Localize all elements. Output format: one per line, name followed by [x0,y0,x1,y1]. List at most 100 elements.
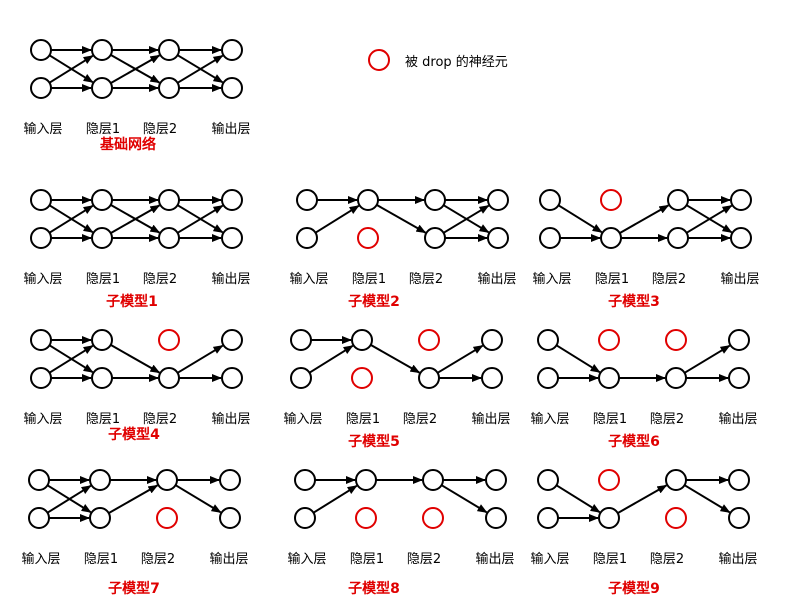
neuron-output-1 [221,77,243,99]
dropped-neuron-h1-1 [355,507,377,529]
legend-text: 被 drop 的神经元 [405,54,508,70]
neuron-h2-1 [158,227,180,249]
network-title: 子模型1 [106,293,158,310]
connection-h2-0-to-output-1 [441,484,488,514]
layer-label-input: 输入层 [530,551,569,567]
neuron-input-1 [539,227,561,249]
layer-label-input: 输入层 [23,271,62,287]
network-title: 子模型4 [108,426,160,443]
layer-label-output: 输出层 [209,551,248,567]
neuron-input-1 [28,507,50,529]
layer-label-h1: 隐层1 [593,552,627,567]
neuron-h2-0 [422,469,444,491]
neuron-input-1 [296,227,318,249]
neuron-h2-0 [667,189,689,211]
neuron-input-0 [290,329,312,351]
layer-label-h2: 隐层2 [650,552,684,567]
connection-h1-0-to-h2-1 [110,344,161,374]
neuron-h1-1 [600,227,622,249]
neuron-output-0 [728,469,750,491]
neuron-input-1 [30,77,52,99]
neuron-h2-0 [156,469,178,491]
neuron-input-1 [537,367,559,389]
connection-h2-1-to-output-0 [684,344,731,374]
neuron-h1-1 [91,367,113,389]
connection-input-1-to-h1-0 [48,204,94,234]
layer-label-h1: 隐层1 [86,122,120,137]
neuron-input-1 [537,507,559,529]
dropped-neuron-h1-1 [351,367,373,389]
layer-label-input: 输入层 [287,551,326,567]
neuron-h2-1 [424,227,446,249]
neuron-output-0 [221,189,243,211]
network-title: 子模型3 [608,293,660,310]
legend-dropped-neuron-icon [368,49,390,71]
connection-h1-1-to-h2-0 [110,204,161,234]
connection-h2-1-to-output-0 [437,344,484,374]
neuron-output-0 [730,189,752,211]
connection-h2-1-to-output-0 [177,344,224,374]
connection-h1-1-to-h2-0 [617,484,668,514]
dropped-neuron-h2-0 [665,329,687,351]
network-title: 子模型6 [608,433,660,450]
connection-input-1-to-h1-0 [48,54,94,84]
network-title: 子模型8 [348,580,400,597]
connection-input-0-to-h1-1 [555,484,601,514]
layer-label-h2: 隐层2 [143,272,177,287]
layer-label-h2: 隐层2 [143,122,177,137]
connection-h2-0-to-output-1 [684,484,731,514]
dropped-neuron-h1-1 [357,227,379,249]
layer-label-h1: 隐层1 [352,272,386,287]
connection-h2-1-to-output-0 [686,204,733,234]
dropped-neuron-h2-1 [422,507,444,529]
layer-label-h1: 隐层1 [593,412,627,427]
connection-input-0-to-h1-1 [557,204,603,234]
neuron-h2-1 [667,227,689,249]
layer-label-input: 输入层 [21,551,60,567]
neuron-h1-0 [91,329,113,351]
neuron-h1-0 [357,189,379,211]
neuron-h1-1 [91,227,113,249]
neuron-input-0 [28,469,50,491]
layer-label-output: 输出层 [477,271,516,287]
neuron-input-0 [30,39,52,61]
network-title: 子模型2 [348,293,400,310]
neuron-input-1 [290,367,312,389]
connection-h2-1-to-output-0 [177,54,224,84]
neuron-h1-1 [598,507,620,529]
legend: 被 drop 的神经元 [368,49,508,71]
connection-h1-0-to-h2-1 [376,204,427,234]
neuron-h2-1 [418,367,440,389]
neuron-input-0 [30,189,52,211]
connection-input-0-to-h1-1 [555,344,601,374]
layer-label-h2: 隐层2 [409,272,443,287]
neuron-output-0 [221,329,243,351]
dropped-neuron-h1-0 [598,329,620,351]
connection-h1-1-to-h2-0 [110,54,161,84]
dropped-neuron-h2-0 [418,329,440,351]
neuron-h2-0 [158,39,180,61]
dropped-neuron-h1-0 [600,189,622,211]
connection-input-1-to-h1-0 [314,204,360,234]
layer-label-h2: 隐层2 [403,412,437,427]
connection-h2-1-to-output-0 [177,204,224,234]
neuron-output-1 [485,507,507,529]
layer-label-output: 输出层 [720,271,759,287]
neuron-output-0 [487,189,509,211]
neuron-output-0 [219,469,241,491]
layer-label-input: 输入层 [530,411,569,427]
neuron-output-1 [219,507,241,529]
layer-label-output: 输出层 [718,411,757,427]
neuron-input-0 [537,469,559,491]
neuron-h2-0 [424,189,446,211]
dropped-neuron-h2-1 [665,507,687,529]
neuron-h1-1 [89,507,111,529]
